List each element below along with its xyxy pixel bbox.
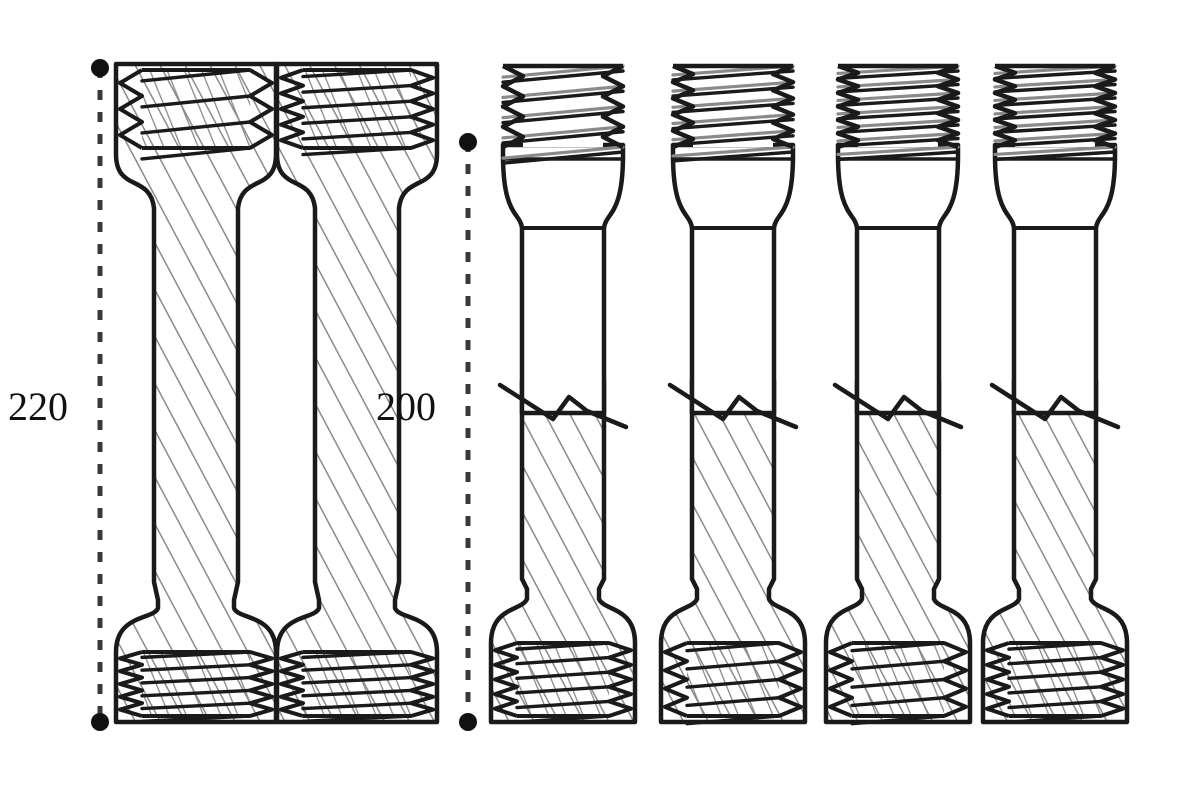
dimension-label: 200: [376, 384, 436, 429]
dimension-endpoint-dot: [91, 713, 109, 731]
specimen-4: [658, 63, 808, 726]
dimension-endpoint-dot: [91, 59, 109, 77]
dimension-endpoint-dot: [459, 713, 477, 731]
specimen-5: [823, 63, 973, 726]
dimension-label: 220: [8, 384, 68, 429]
dimensions-layer: 220 200: [8, 59, 477, 731]
dimension-endpoint-dot: [459, 133, 477, 151]
specimen-6: [980, 63, 1130, 725]
specimens-layer: [113, 61, 1130, 726]
dimension-200: 200: [376, 133, 477, 731]
specimen-3: [488, 63, 638, 725]
specimen-2: [274, 61, 440, 725]
dimension-220: 220: [8, 59, 109, 731]
